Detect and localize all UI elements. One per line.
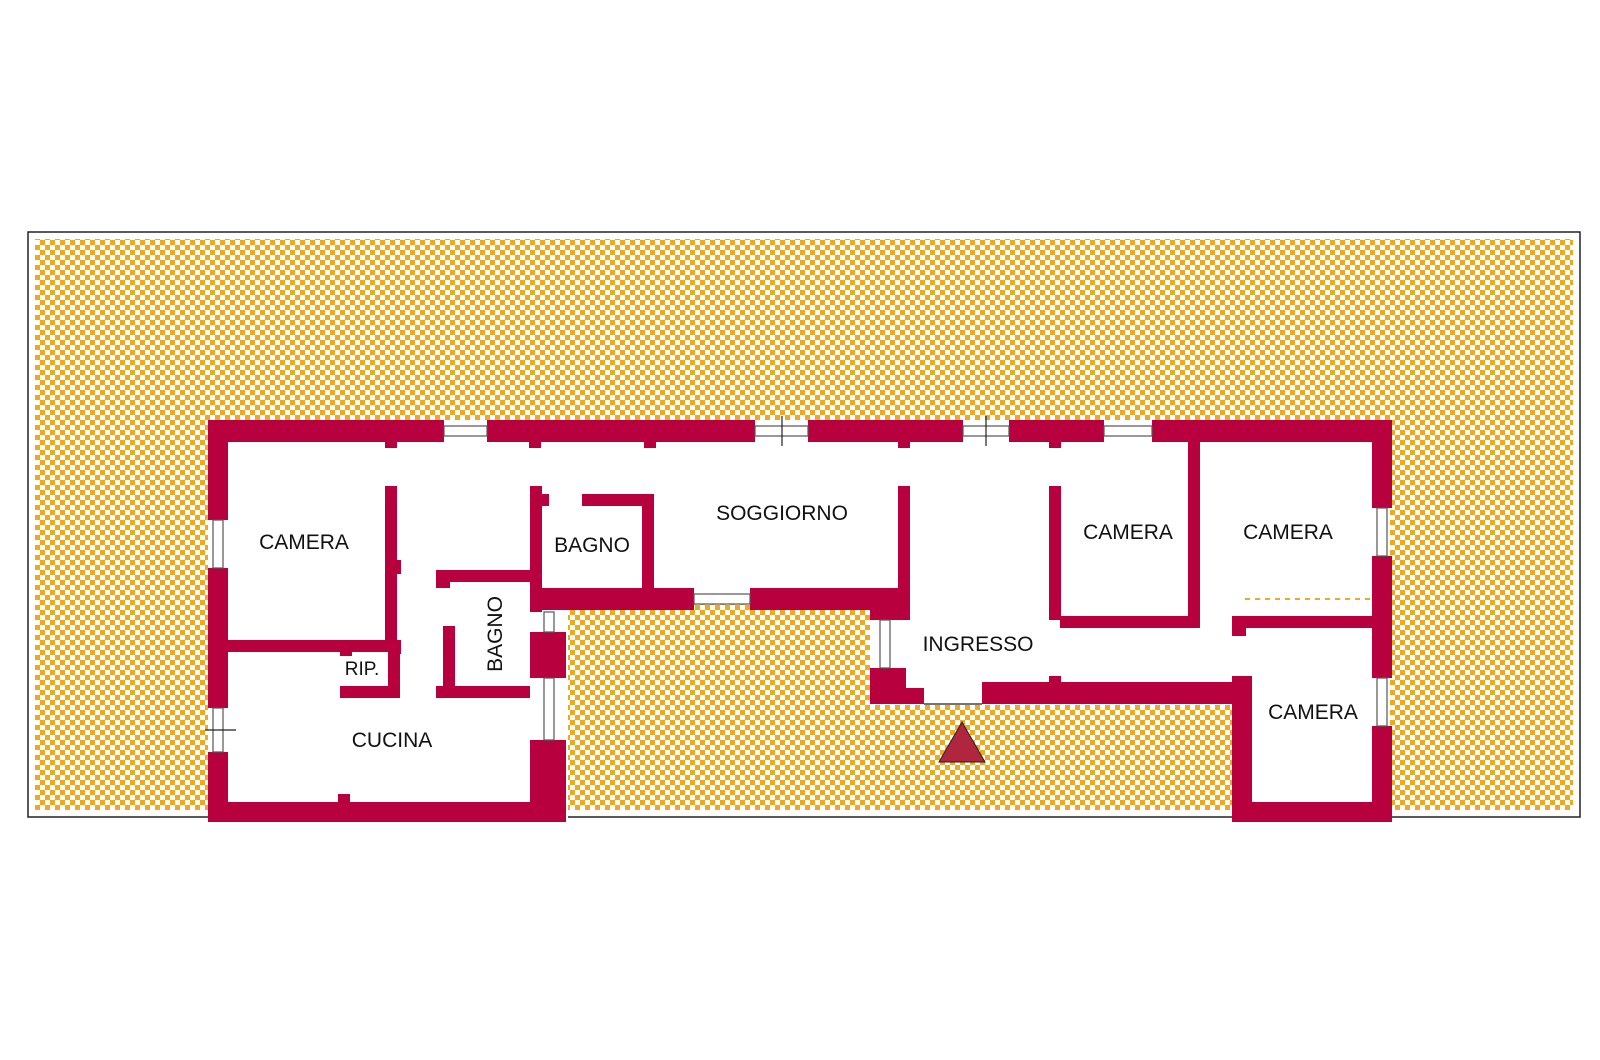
- walls: [208, 420, 1392, 822]
- room-label-camera-1: CAMERA: [259, 531, 349, 554]
- room-label-rip: RIP.: [345, 659, 380, 680]
- entrance-triangle-icon: [938, 720, 986, 763]
- room-label-cucina: CUCINA: [352, 729, 433, 752]
- window-ticks: [205, 416, 987, 731]
- room-label-camera-4: CAMERA: [1268, 701, 1358, 724]
- apartment-floor: [208, 420, 1390, 820]
- room-label-camera-3: CAMERA: [1243, 521, 1333, 544]
- room-label-bagno: BAGNO: [554, 534, 630, 557]
- room-label-bagno-vertical: BAGNO: [484, 596, 507, 672]
- room-label-ingresso: INGRESSO: [923, 633, 1034, 656]
- room-label-soggiorno: SOGGIORNO: [716, 502, 848, 525]
- room-label-camera-2: CAMERA: [1083, 521, 1173, 544]
